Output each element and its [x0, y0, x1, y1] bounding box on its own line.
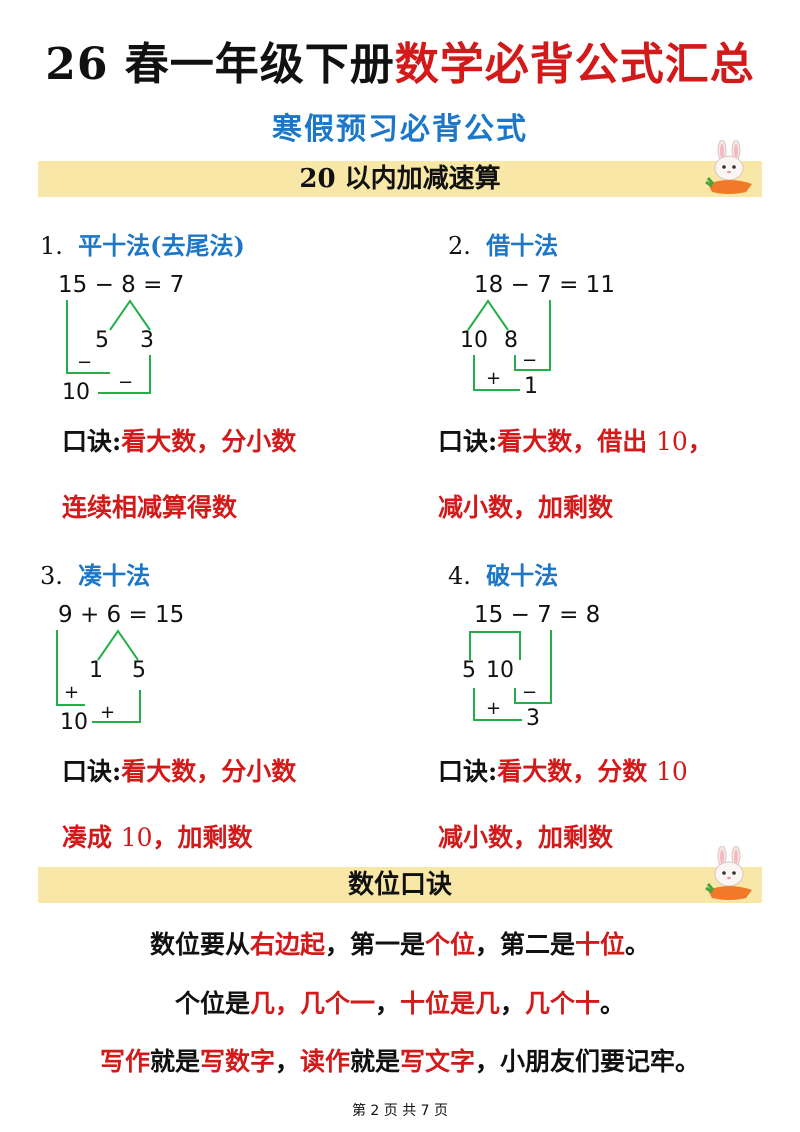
title-black: 26 春一年级下册 — [45, 39, 395, 90]
method-1-heading: 1. 平十法(去尾法) — [40, 231, 245, 260]
method-1-rule-line2: 连续相减算得数 — [62, 493, 238, 522]
page-footer: 第 2 页 共 7 页 — [351, 1103, 449, 1119]
method-3-name: 凑十法 — [78, 561, 151, 590]
method-2-op-b: + — [486, 368, 502, 389]
method-4-part-b: 10 — [486, 658, 514, 683]
method-3-op-b: + — [100, 702, 116, 723]
method-1-op-a: − — [77, 352, 93, 373]
m3-split-line — [97, 629, 139, 661]
method-2-part-b: 8 — [504, 328, 518, 353]
method-4-name: 破十法 — [486, 561, 559, 590]
m2-right-bracket — [514, 300, 551, 371]
page-subtitle: 寒假预习必背公式 — [272, 112, 528, 147]
method-3-result: 10 — [60, 710, 88, 735]
method-3-heading: 3. 凑十法 — [40, 561, 151, 590]
method-3-equation: 9 + 6 = 15 — [58, 602, 185, 628]
chant-line-3: 写作就是写数字，读作就是写文字，小朋友们要记牢。 — [99, 1047, 701, 1076]
method-3-rule-line2: 凑成 10，加剩数 — [62, 823, 253, 852]
m1-split-line — [109, 299, 151, 331]
method-2-part-a: 10 — [460, 328, 488, 353]
method-4-op-b: + — [486, 698, 502, 719]
method-4-rule-line2: 减小数，加剩数 — [438, 823, 614, 852]
method-4-equation: 15 − 7 = 8 — [474, 602, 601, 628]
m4-split-line — [469, 631, 521, 660]
title-red: 数学必背公式汇总 — [394, 39, 755, 90]
method-2-result: 1 — [524, 374, 538, 399]
section-title: 数位口诀 — [347, 870, 452, 900]
method-3-op-a: + — [64, 682, 80, 703]
method-4-rule-line1: 口诀:看大数，分数 10 — [438, 757, 688, 786]
m3-left-bracket — [56, 630, 85, 706]
method-4-part-a: 5 — [462, 658, 476, 683]
section-band-place-value: 数位口诀 — [38, 867, 762, 903]
chant-line-1: 数位要从右边起，第一是个位，第二是十位。 — [149, 930, 651, 959]
m2-left-bracket — [473, 355, 520, 391]
m2-split-line — [467, 299, 509, 331]
method-1-rule-line1: 口诀:看大数，分小数 — [62, 427, 297, 456]
method-1-equation: 15 − 8 = 7 — [58, 272, 185, 298]
section-title: 20 以内加减速算 — [299, 164, 501, 194]
method-2-rule-line2: 减小数，加剩数 — [438, 493, 614, 522]
method-1-name: 平十法(去尾法) — [78, 231, 245, 260]
method-3-part-a: 1 — [89, 658, 103, 683]
method-2-heading: 2. 借十法 — [448, 231, 559, 260]
m3-right-bracket — [92, 690, 141, 723]
m4-right-bracket — [514, 630, 552, 704]
chant-line-2: 个位是几，几个一，十位是几，几个十。 — [174, 989, 626, 1018]
method-4-result: 3 — [526, 706, 540, 731]
bunny-carrot-icon — [705, 846, 752, 900]
method-1-part-b: 3 — [140, 328, 154, 353]
bunny-carrot-icon — [705, 140, 752, 194]
section-band-speed-calc: 20 以内加减速算 — [38, 161, 762, 197]
method-2-op-a: − — [522, 350, 538, 371]
method-2-rule-line1: 口诀:看大数，借出 10， — [438, 427, 713, 456]
method-1-op-b: − — [118, 372, 134, 393]
method-3-part-b: 5 — [132, 658, 146, 683]
method-4-op-a: − — [522, 682, 538, 703]
method-1-part-a: 5 — [95, 328, 109, 353]
m1-left-bracket — [66, 300, 110, 374]
method-2-name: 借十法 — [486, 231, 559, 260]
method-2-equation: 18 − 7 = 11 — [474, 272, 615, 298]
method-1-result: 10 — [62, 380, 90, 405]
m1-right-bracket — [98, 355, 151, 394]
method-4-heading: 4. 破十法 — [448, 561, 559, 590]
page-title: 26 春一年级下册数学必背公式汇总 — [0, 28, 800, 92]
method-3-rule-line1: 口诀:看大数，分小数 — [62, 757, 297, 786]
m4-left-bracket — [473, 688, 522, 721]
